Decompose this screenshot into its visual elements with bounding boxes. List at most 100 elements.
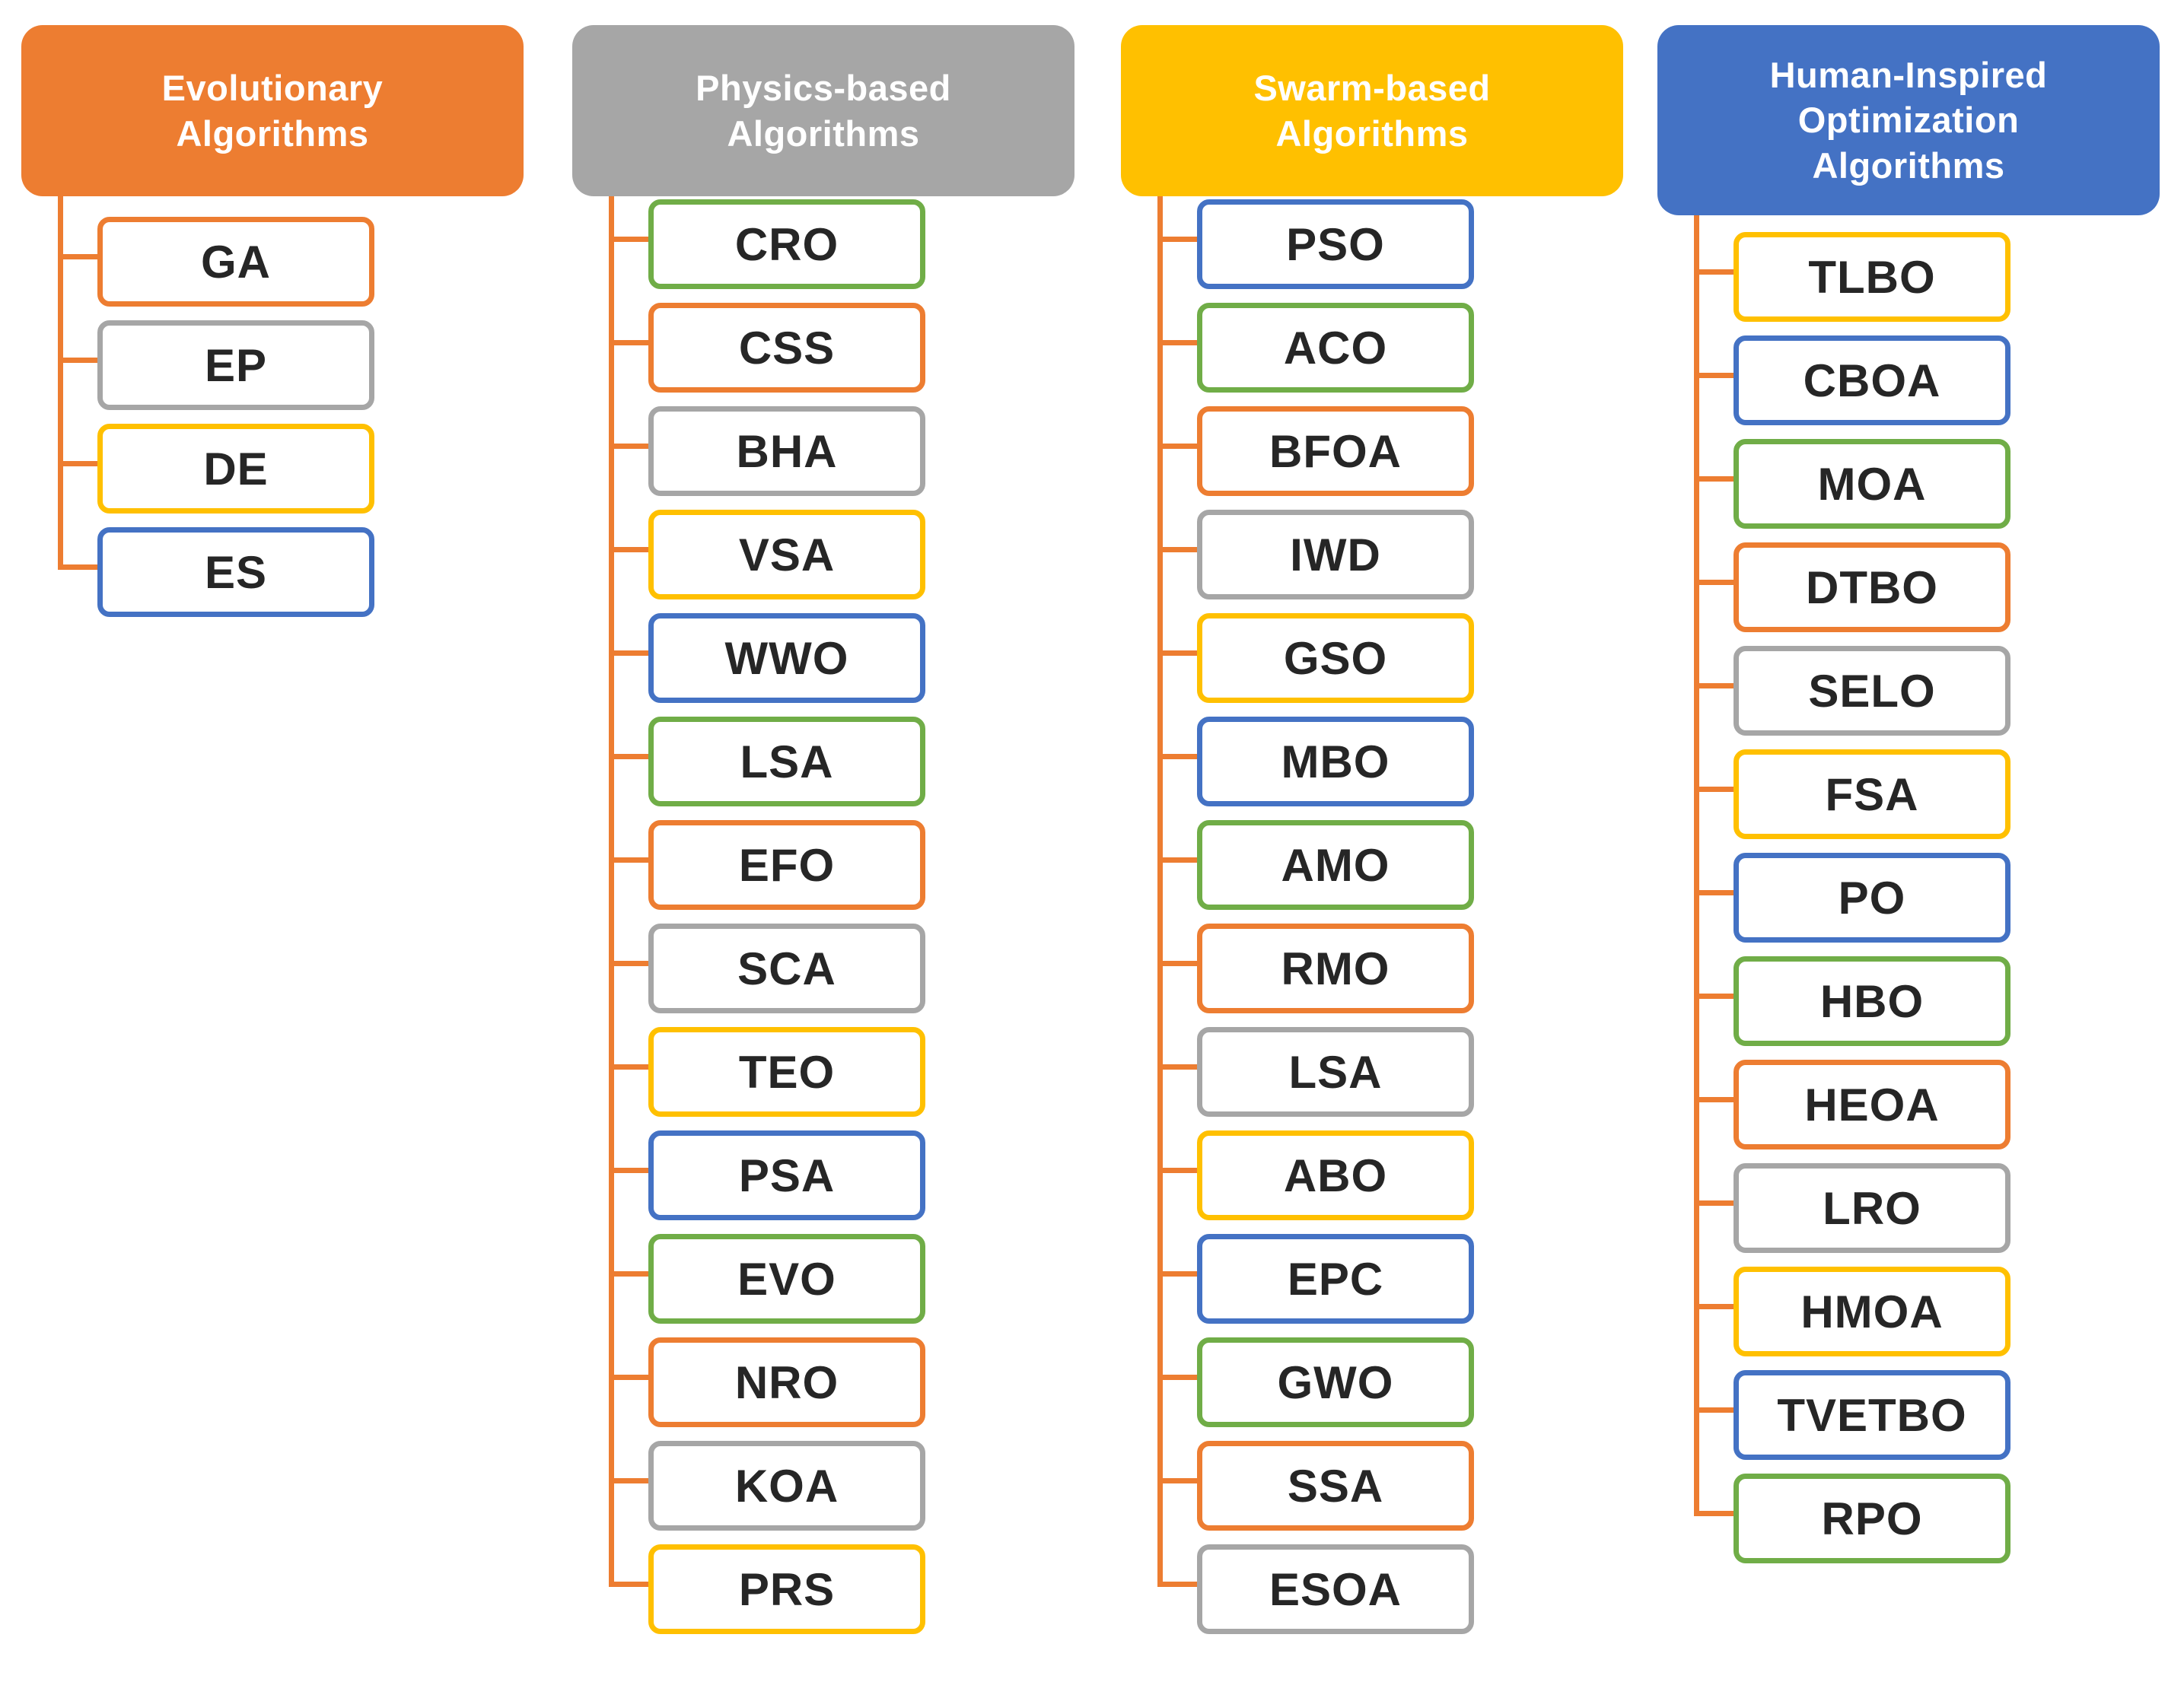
algorithm-box: MBO [1197,717,1474,806]
algorithm-box: PRS [648,1544,925,1634]
algorithm-box: GSO [1197,613,1474,703]
connector-trunk [1157,196,1163,1587]
algorithm-box: SCA [648,924,925,1013]
connector-stub [1694,1510,1734,1516]
connector-stub [58,460,97,466]
connector-stub [1157,857,1197,863]
connector-trunk [609,196,614,1587]
connector-stub [609,443,648,449]
algorithm-box: LRO [1734,1163,2010,1253]
connector-stub [1694,1200,1734,1206]
connector-stub [1694,682,1734,688]
connector-stub [58,357,97,363]
connector-stub [609,753,648,759]
algorithm-box: EVO [648,1234,925,1324]
algorithm-box: CRO [648,199,925,289]
algorithm-box: AMO [1197,820,1474,910]
connector-stub [1157,1167,1197,1173]
algorithm-box: SSA [1197,1441,1474,1531]
connector-stub [1157,650,1197,656]
algorithm-box: HBO [1734,956,2010,1046]
connector-stub [1694,1096,1734,1102]
connector-stub [1157,443,1197,449]
algorithm-box: ES [97,527,374,617]
connector-stub [1157,339,1197,345]
algorithm-box: SELO [1734,646,2010,736]
connector-stub [609,236,648,242]
algorithm-box: HEOA [1734,1060,2010,1149]
algorithm-box: FSA [1734,749,2010,839]
algorithm-box: GWO [1197,1337,1474,1427]
connector-stub [1694,889,1734,895]
algorithm-box: ABO [1197,1130,1474,1220]
connector-stub [609,1374,648,1380]
algorithm-box: IWD [1197,510,1474,599]
connector-stub [1157,546,1197,552]
category-header-physics-based: Physics-based Algorithms [572,25,1074,196]
algorithm-box: EPC [1197,1234,1474,1324]
connector-stub [609,1581,648,1587]
algorithm-box: EP [97,320,374,410]
connector-stub [1694,993,1734,999]
algorithm-box: BHA [648,406,925,496]
connector-stub [1157,1064,1197,1070]
connector-stub [58,253,97,259]
algorithm-box: DE [97,424,374,514]
algorithm-box: DTBO [1734,542,2010,632]
category-header-swarm-based: Swarm-based Algorithms [1121,25,1623,196]
connector-stub [609,857,648,863]
algorithm-box: ACO [1197,303,1474,393]
algorithm-box: KOA [648,1441,925,1531]
algorithm-box: PO [1734,853,2010,943]
connector-stub [1694,1407,1734,1413]
category-header-human-inspired: Human-Inspired Optimization Algorithms [1657,25,2160,215]
connector-trunk [58,196,63,570]
algorithm-box: EFO [648,820,925,910]
algorithm-box: RMO [1197,924,1474,1013]
connector-stub [1157,1581,1197,1587]
connector-stub [1157,753,1197,759]
connector-stub [609,1270,648,1277]
algorithm-box: BFOA [1197,406,1474,496]
connector-stub [609,1167,648,1173]
algorithm-box: PSA [648,1130,925,1220]
connector-stub [1694,1303,1734,1309]
connector-stub [58,564,97,570]
connector-stub [1157,236,1197,242]
algorithm-box: CBOA [1734,335,2010,425]
connector-stub [1694,579,1734,585]
algorithm-box: RPO [1734,1474,2010,1563]
algorithm-box: TEO [648,1027,925,1117]
algorithm-box: VSA [648,510,925,599]
connector-stub [609,339,648,345]
connector-stub [1694,269,1734,275]
algorithm-box: ESOA [1197,1544,1474,1634]
connector-stub [609,546,648,552]
connector-stub [1157,1270,1197,1277]
algorithm-box: TLBO [1734,232,2010,322]
algorithm-box: WWO [648,613,925,703]
algorithm-box: TVETBO [1734,1370,2010,1460]
connector-stub [609,1064,648,1070]
connector-stub [1694,372,1734,378]
algorithm-box: LSA [1197,1027,1474,1117]
algorithm-box: GA [97,217,374,307]
connector-stub [1157,1374,1197,1380]
connector-stub [1694,475,1734,482]
connector-stub [1694,786,1734,792]
connector-stub [609,960,648,966]
category-header-evolutionary: Evolutionary Algorithms [21,25,524,196]
algorithm-box: PSO [1197,199,1474,289]
algorithm-box: NRO [648,1337,925,1427]
connector-stub [609,1477,648,1483]
algorithm-box: MOA [1734,439,2010,529]
algorithm-box: HMOA [1734,1267,2010,1356]
algorithm-box: CSS [648,303,925,393]
connector-trunk [1694,215,1699,1516]
connector-stub [1157,960,1197,966]
